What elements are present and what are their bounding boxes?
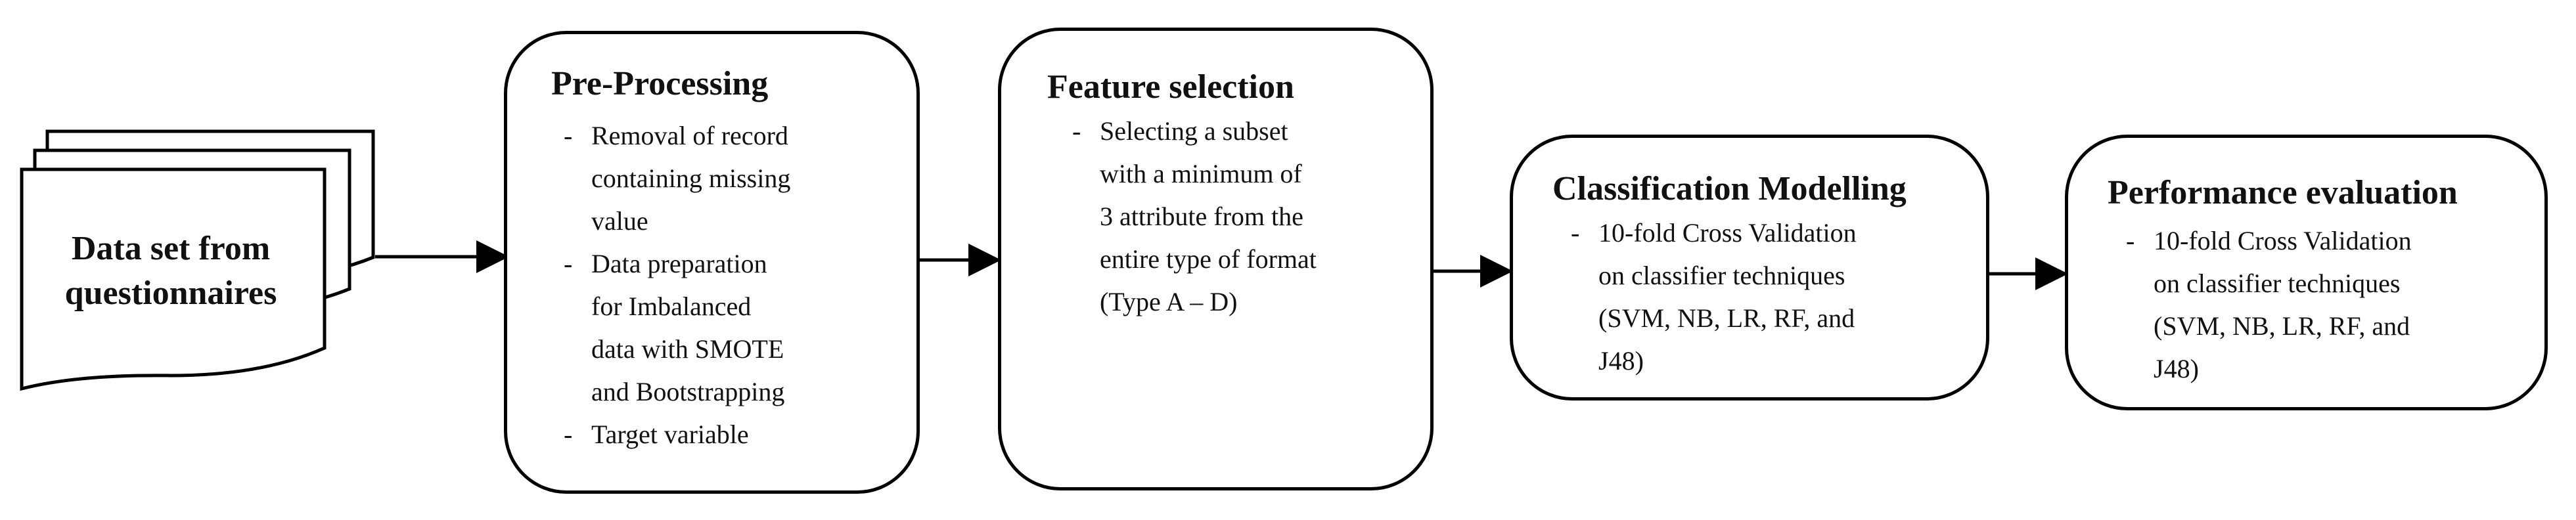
feature-selection-title: Feature selection xyxy=(1047,68,1294,106)
preprocessing-item-missing-values: Removal of record containing missing val… xyxy=(558,114,790,242)
list-line: (SVM, NB, LR, RF, and xyxy=(1598,303,1855,333)
list-line: 10-fold Cross Validation xyxy=(1598,218,1857,248)
list-line: for Imbalanced xyxy=(591,292,752,321)
feature-selection-list: Selecting a subset with a minimum of 3 a… xyxy=(1067,110,1317,323)
list-line: (SVM, NB, LR, RF, and xyxy=(2154,311,2410,341)
document-sheet-front xyxy=(20,167,327,391)
list-line: and Bootstrapping xyxy=(591,377,785,406)
list-line: 3 attribute from the xyxy=(1100,202,1303,231)
feature-selection-box: Feature selection Selecting a subset wit… xyxy=(998,28,1434,490)
evaluation-item-cross-validation: 10-fold Cross Validation on classifier t… xyxy=(2121,219,2412,390)
list-line: containing missing xyxy=(591,163,791,193)
data-source-label-line-1: Data set from xyxy=(71,230,271,267)
preprocessing-item-imbalanced-data: Data preparation for Imbalanced data wit… xyxy=(558,242,790,413)
list-line: data with SMOTE xyxy=(591,334,784,364)
data-source-label: Data set from questionnaires xyxy=(26,227,315,316)
list-line: with a minimum of xyxy=(1100,159,1302,188)
list-line: value xyxy=(591,206,648,236)
performance-evaluation-title: Performance evaluation xyxy=(2108,174,2458,211)
classification-modelling-title: Classification Modelling xyxy=(1552,170,1907,207)
preprocessing-title: Pre-Processing xyxy=(551,65,769,102)
classification-modelling-box: Classification Modelling 10-fold Cross V… xyxy=(1510,135,1989,401)
list-line: Data preparation xyxy=(591,249,767,278)
performance-evaluation-list: 10-fold Cross Validation on classifier t… xyxy=(2121,219,2412,390)
document-stack-icon xyxy=(20,129,375,391)
preprocessing-list: Removal of record containing missing val… xyxy=(558,114,790,456)
list-line: J48) xyxy=(1598,346,1644,376)
list-line: Selecting a subset xyxy=(1100,116,1288,146)
list-line: 10-fold Cross Validation xyxy=(2154,226,2412,255)
list-line: (Type A – D) xyxy=(1100,287,1238,316)
preprocessing-box: Pre-Processing Removal of record contain… xyxy=(504,31,920,494)
classification-item-cross-validation: 10-fold Cross Validation on classifier t… xyxy=(1566,211,1857,382)
data-source-label-line-2: questionnaires xyxy=(64,274,277,312)
list-line: Target variable xyxy=(591,420,749,449)
list-line: entire type of format xyxy=(1100,244,1317,274)
list-line: on classifier techniques xyxy=(1598,261,1845,290)
preprocessing-item-target-variable: Target variable xyxy=(558,413,790,456)
feature-selection-item-subset: Selecting a subset with a minimum of 3 a… xyxy=(1067,110,1317,323)
list-line: on classifier techniques xyxy=(2154,269,2401,298)
performance-evaluation-box: Performance evaluation 10-fold Cross Val… xyxy=(2065,135,2548,410)
list-line: Removal of record xyxy=(591,121,788,150)
classification-modelling-list: 10-fold Cross Validation on classifier t… xyxy=(1566,211,1857,382)
list-line: J48) xyxy=(2154,354,2199,383)
